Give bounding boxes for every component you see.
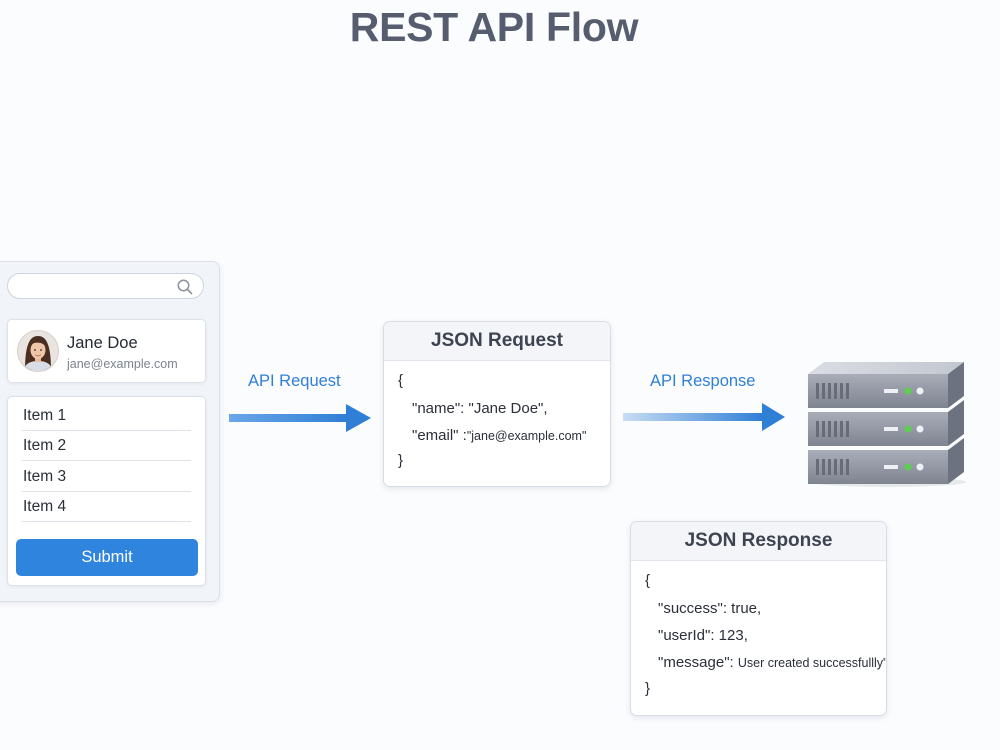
search-icon[interactable]: [176, 278, 194, 296]
user-card[interactable]: Jane Doe jane@example.com: [7, 319, 206, 383]
list-item[interactable]: Item 1: [22, 401, 191, 431]
search-bar[interactable]: [7, 273, 204, 299]
request-email-sep: :: [458, 427, 467, 444]
request-close-brace: }: [398, 452, 404, 469]
submit-button[interactable]: Submit: [16, 539, 198, 576]
response-success-line: "success": true,: [658, 600, 762, 617]
request-name-value: : "Jane Doe",: [460, 400, 548, 417]
server-icon: [808, 362, 966, 487]
response-userid-line: "userId": 123,: [658, 627, 748, 644]
request-email-line: "email" :"jane@example.com": [412, 427, 586, 444]
response-open-brace: {: [645, 572, 651, 589]
response-message-line: "message": User created successfullly": [658, 654, 887, 671]
item-list: Item 1 Item 2 Item 3 Item 4 Submit: [7, 396, 206, 586]
api-request-label: API Request: [248, 372, 341, 390]
request-email-value: "jane@example.com": [466, 429, 587, 443]
list-item[interactable]: Item 2: [22, 431, 191, 461]
json-response-box: JSON Response { "success": true, "userId…: [630, 521, 887, 716]
response-close-brace: }: [645, 680, 651, 697]
response-message-key: "message":: [658, 654, 734, 671]
client-app-panel: Jane Doe jane@example.com Item 1 Item 2 …: [0, 261, 220, 602]
page-title: REST API Flow: [349, 4, 639, 50]
api-response-label: API Response: [650, 372, 756, 390]
request-open-brace: {: [398, 372, 404, 389]
request-name-key: "name": [412, 400, 461, 417]
user-name: Jane Doe: [67, 334, 138, 352]
avatar: [17, 330, 59, 372]
json-request-box: JSON Request { "name": "Jane Doe", "emai…: [383, 321, 611, 487]
api-response-arrow: [623, 403, 785, 431]
list-item[interactable]: Item 4: [22, 492, 191, 522]
json-response-title: JSON Response: [631, 522, 886, 561]
json-request-title: JSON Request: [384, 322, 610, 361]
request-name-line: "name": "Jane Doe",: [412, 400, 548, 417]
search-input[interactable]: [18, 277, 168, 295]
list-item[interactable]: Item 3: [22, 462, 191, 492]
response-message-value: User created successfullly": [737, 656, 887, 670]
request-email-key: "email": [412, 427, 459, 444]
user-email: jane@example.com: [67, 357, 178, 371]
api-request-arrow: [229, 404, 371, 432]
